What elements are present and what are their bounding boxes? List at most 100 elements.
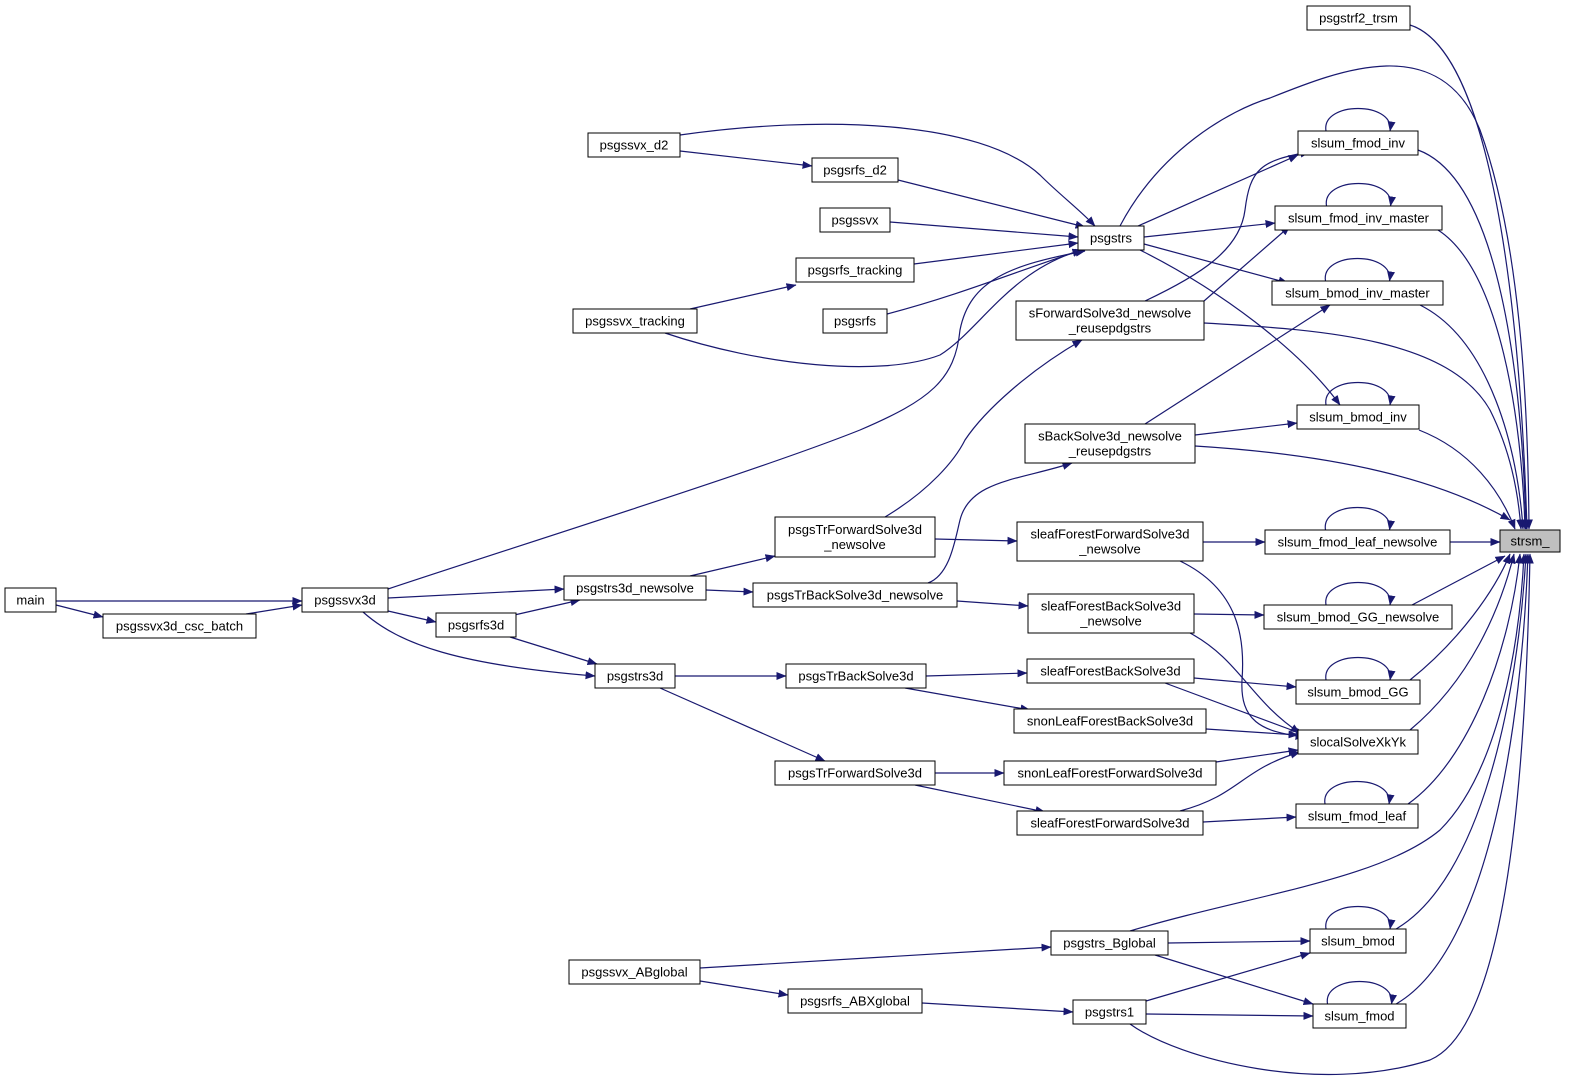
call-edge-slsum-bmod-to-strsm [1395,553,1530,930]
call-edge-psgssvx3d-to-psgstrs3d [362,611,596,680]
node-label: slsum_bmod [1321,934,1395,949]
node-box [1274,205,1443,231]
call-edge-psgssvx-d2-to-psgsrfs-d2 [679,150,813,169]
node-label: _newsolve [823,537,885,552]
function-node-psgssvx[interactable]: psgssvx [819,207,891,233]
node-box [1016,521,1204,562]
function-node-sForwardSolve3d[interactable]: sForwardSolve3d_newsolve_reusepdgstrs [1015,300,1205,341]
function-node-main[interactable]: main [4,587,57,613]
node-label: psgstrs3d [607,669,663,684]
node-label: psgsTrForwardSolve3d [788,766,922,781]
function-node-psgsTrBackSolve3d-newsolve[interactable]: psgsTrBackSolve3d_newsolve [752,582,958,608]
call-edge-psgsTrBackSolve3d-to-sleafForestBackSolve3d [925,669,1028,678]
function-node-psgsrfs3d[interactable]: psgsrfs3d [435,612,517,638]
call-edge-snonLeafForestForwardSolve3d-to-slocalSolveXkYk [1215,747,1299,763]
node-label: sleafForestBackSolve3d [1041,599,1181,614]
function-node-psgsrfs-tracking[interactable]: psgsrfs_tracking [795,257,915,283]
self-call-edge-slsum-bmod-inv [1325,381,1396,406]
call-edge-sBackSolve3d-to-slsum-bmod-inv [1194,420,1298,436]
node-box [787,988,923,1014]
function-node-psgstrs1[interactable]: psgstrs1 [1072,999,1147,1025]
node-label: psgssvx [832,213,879,228]
function-node-psgsrfs[interactable]: psgsrfs [822,308,888,334]
node-label: psgsTrBackSolve3d_newsolve [767,588,944,603]
function-node-psgsrfs-d2[interactable]: psgsrfs_d2 [811,157,899,183]
function-node-snonLeafForestBackSolve3d[interactable]: snonLeafForestBackSolve3d [1013,708,1207,734]
function-node-sleafForestForwardSolve3d[interactable]: sleafForestForwardSolve3d [1016,810,1204,836]
function-node-psgssvx-ABglobal[interactable]: psgssvx_ABglobal [568,959,701,985]
function-node-psgsTrForwardSolve3d-newsolve[interactable]: psgsTrForwardSolve3d_newsolve [774,516,936,558]
function-node-sleafForestForwardSolve3d-newsolve[interactable]: sleafForestForwardSolve3d_newsolve [1016,521,1204,562]
call-edge-psgstrf2-trsm-to-strsm [1409,24,1531,530]
function-node-slsum-fmod-leaf[interactable]: slsum_fmod_leaf [1295,803,1419,829]
function-node-psgssvx-tracking[interactable]: psgssvx_tracking [572,308,698,334]
node-box [4,587,57,613]
call-edge-sForwardSolve3d-to-slsum-fmod-inv-master [1203,225,1291,302]
call-edge-psgstrs-to-strsm [1119,65,1533,530]
function-node-psgsTrForwardSolve3d[interactable]: psgsTrForwardSolve3d [774,760,936,786]
call-edge-sleafForestBackSolve3d-to-slocalSolveXkYk [1164,682,1306,736]
function-node-psgstrs3d-newsolve[interactable]: psgstrs3d_newsolve [563,575,707,601]
node-box [587,132,681,158]
function-node-psgstrs3d[interactable]: psgstrs3d [594,663,676,689]
self-call-edge-slsum-fmod-leaf-newsolve [1324,506,1395,531]
node-box [435,612,517,638]
call-edge-psgstrs-Bglobal-to-slsum-fmod [1154,954,1314,1006]
function-node-psgsTrBackSolve3d[interactable]: psgsTrBackSolve3d [785,663,927,689]
node-label: psgstrs3d_newsolve [576,581,694,596]
call-edge-psgstrs-to-slsum-bmod-inv-master [1143,243,1289,285]
node-box [1050,930,1169,956]
node-label: slsum_fmod_leaf [1308,809,1407,824]
call-edge-psgsrfs3d-to-psgstrs3d [509,636,598,666]
call-edge-psgsTrBackSolve3d-newsolve-to-sleafForestBackSolve3d-newsolve [956,600,1029,610]
function-node-slsum-bmod-GG-newsolve[interactable]: slsum_bmod_GG_newsolve [1263,604,1453,630]
node-box [819,207,891,233]
node-box [1264,529,1451,555]
self-call-edge-slsum-fmod-inv [1325,107,1396,132]
node-box [594,663,676,689]
function-node-psgssvx3d[interactable]: psgssvx3d [301,587,389,613]
node-label: psgsTrBackSolve3d [798,669,913,684]
call-edge-psgstrs3d-newsolve-to-psgsTrForwardSolve3d-newsolve [689,554,776,577]
node-label: psgssvx_tracking [585,314,685,329]
function-node-psgstrs[interactable]: psgstrs [1077,225,1145,251]
call-edge-sleafForestForwardSolve3d-to-slsum-fmod-leaf [1202,813,1297,823]
function-node-slsum-bmod-GG[interactable]: slsum_bmod_GG [1295,679,1421,705]
function-node-strsm[interactable]: strsm_ [1499,529,1561,553]
function-node-slsum-bmod-inv[interactable]: slsum_bmod_inv [1296,404,1420,430]
function-node-psgssvx3d-csc-batch[interactable]: psgssvx3d_csc_batch [102,613,257,639]
function-node-slsum-fmod-inv-master[interactable]: slsum_fmod_inv_master [1274,205,1443,231]
node-box [774,760,936,786]
call-edge-slsum-fmod-inv-to-strsm [1417,149,1530,530]
node-label: slsum_fmod_leaf_newsolve [1278,535,1438,550]
function-node-snonLeafForestForwardSolve3d[interactable]: snonLeafForestForwardSolve3d [1003,760,1217,786]
node-box [1072,999,1147,1025]
call-edge-psgsrfs-tracking-to-psgstrs [913,240,1079,265]
function-node-sBackSolve3d[interactable]: sBackSolve3d_newsolve_reusepdgstrs [1024,423,1196,464]
node-label: _reusepdgstrs [1068,444,1152,459]
call-edge-psgstrs3d-to-psgsTrForwardSolve3d [659,687,826,762]
node-box [1263,604,1453,630]
node-label: _reusepdgstrs [1068,321,1152,336]
function-node-sleafForestBackSolve3d-newsolve[interactable]: sleafForestBackSolve3d_newsolve [1027,593,1195,634]
call-edge-sleafForestForwardSolve3d-newsolve-to-slocalSolveXkYk [1179,560,1306,740]
function-node-sleafForestBackSolve3d[interactable]: sleafForestBackSolve3d [1026,658,1195,684]
node-label: slsum_fmod_inv_master [1288,211,1430,226]
call-edge-psgssvx-d2-to-psgstrs [679,123,1096,227]
function-node-slocalSolveXkYk[interactable]: slocalSolveXkYk [1297,729,1419,755]
function-node-psgssvx-d2[interactable]: psgssvx_d2 [587,132,681,158]
self-call-edge-slsum-fmod [1326,980,1397,1005]
call-edge-slsum-bmod-GG-to-strsm [1409,553,1511,681]
function-node-slsum-bmod[interactable]: slsum_bmod [1309,928,1407,954]
node-box [822,308,888,334]
function-node-slsum-bmod-inv-master[interactable]: slsum_bmod_inv_master [1271,280,1444,306]
function-node-psgstrf2-trsm[interactable]: psgstrf2_trsm [1306,5,1411,31]
function-node-slsum-fmod-leaf-newsolve[interactable]: slsum_fmod_leaf_newsolve [1264,529,1451,555]
function-node-slsum-fmod-inv[interactable]: slsum_fmod_inv [1297,130,1419,156]
function-node-psgsrfs-ABXglobal[interactable]: psgsrfs_ABXglobal [787,988,923,1014]
self-call-edge-slsum-bmod-inv-master [1324,257,1395,282]
function-node-slsum-fmod[interactable]: slsum_fmod [1312,1003,1407,1029]
call-edge-sleafForestForwardSolve3d-to-slocalSolveXkYk [1179,750,1301,812]
function-node-psgstrs-Bglobal[interactable]: psgstrs_Bglobal [1050,930,1169,956]
node-label: psgstrs [1090,231,1132,246]
